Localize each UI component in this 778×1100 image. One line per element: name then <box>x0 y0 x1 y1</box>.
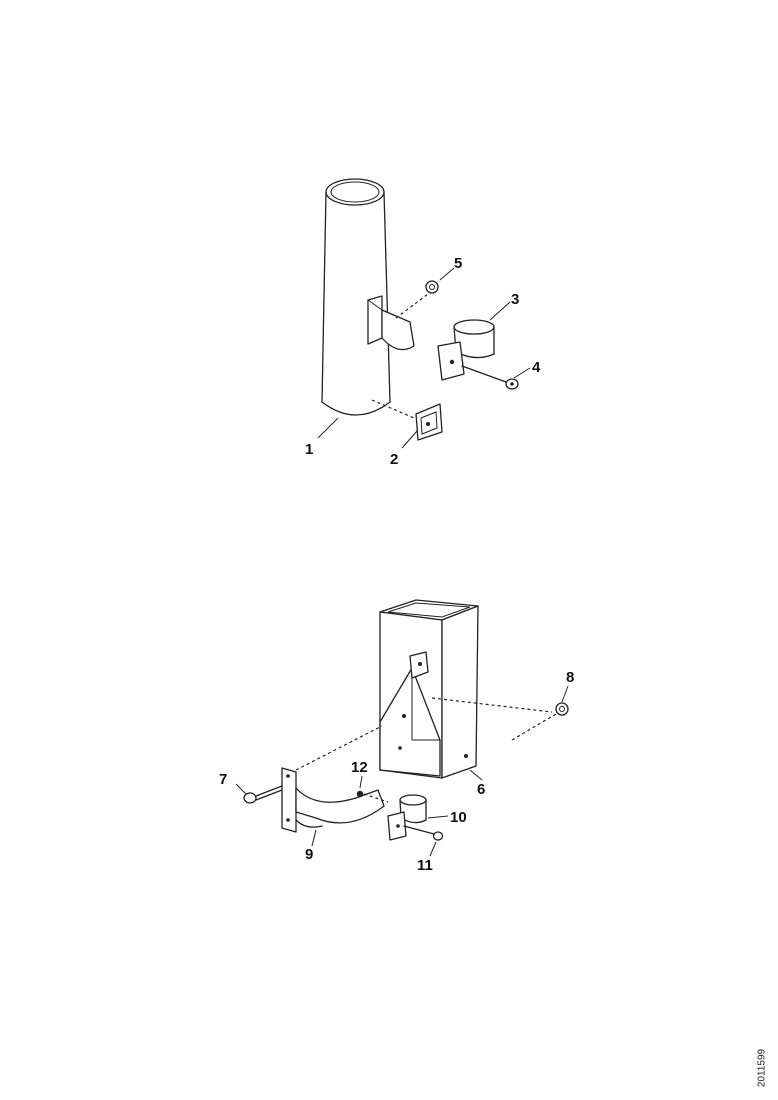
callout-5: 5 <box>454 255 462 272</box>
callout-7: 7 <box>219 771 227 788</box>
part-7-bolt <box>243 785 283 804</box>
drawing-number: 2011599 <box>752 1040 772 1096</box>
callout-12: 12 <box>351 759 368 776</box>
part-8-nut <box>431 697 569 741</box>
callout-11: 11 <box>417 857 433 874</box>
drawing-number-text: 2011599 <box>756 1048 768 1088</box>
part-12-nut <box>356 790 389 803</box>
part-9-curved-bracket <box>281 725 385 833</box>
part-5-nut <box>395 280 439 319</box>
part-4-bolt <box>461 365 519 390</box>
lower-assembly: 6 7 8 9 10 11 12 <box>219 599 574 874</box>
callout-10: 10 <box>450 809 467 826</box>
callout-8: 8 <box>566 669 574 686</box>
lower-leader-lines <box>235 685 569 857</box>
callout-2: 2 <box>390 451 398 468</box>
callout-4: 4 <box>532 359 541 376</box>
part-2-plate <box>371 399 443 441</box>
callout-1: 1 <box>305 441 313 458</box>
part-10-clamp <box>387 794 427 841</box>
part-3-clamp <box>437 319 495 381</box>
upper-assembly: 1 2 3 4 5 <box>305 178 541 468</box>
tube-bracket <box>367 295 415 351</box>
callout-9: 9 <box>305 846 313 863</box>
callout-6: 6 <box>477 781 485 798</box>
part-1-tapered-tube <box>321 178 391 416</box>
part-11-bolt <box>403 825 444 841</box>
callout-3: 3 <box>511 291 519 308</box>
upper-leader-lines <box>317 267 531 449</box>
part-6-box-housing <box>379 599 479 779</box>
